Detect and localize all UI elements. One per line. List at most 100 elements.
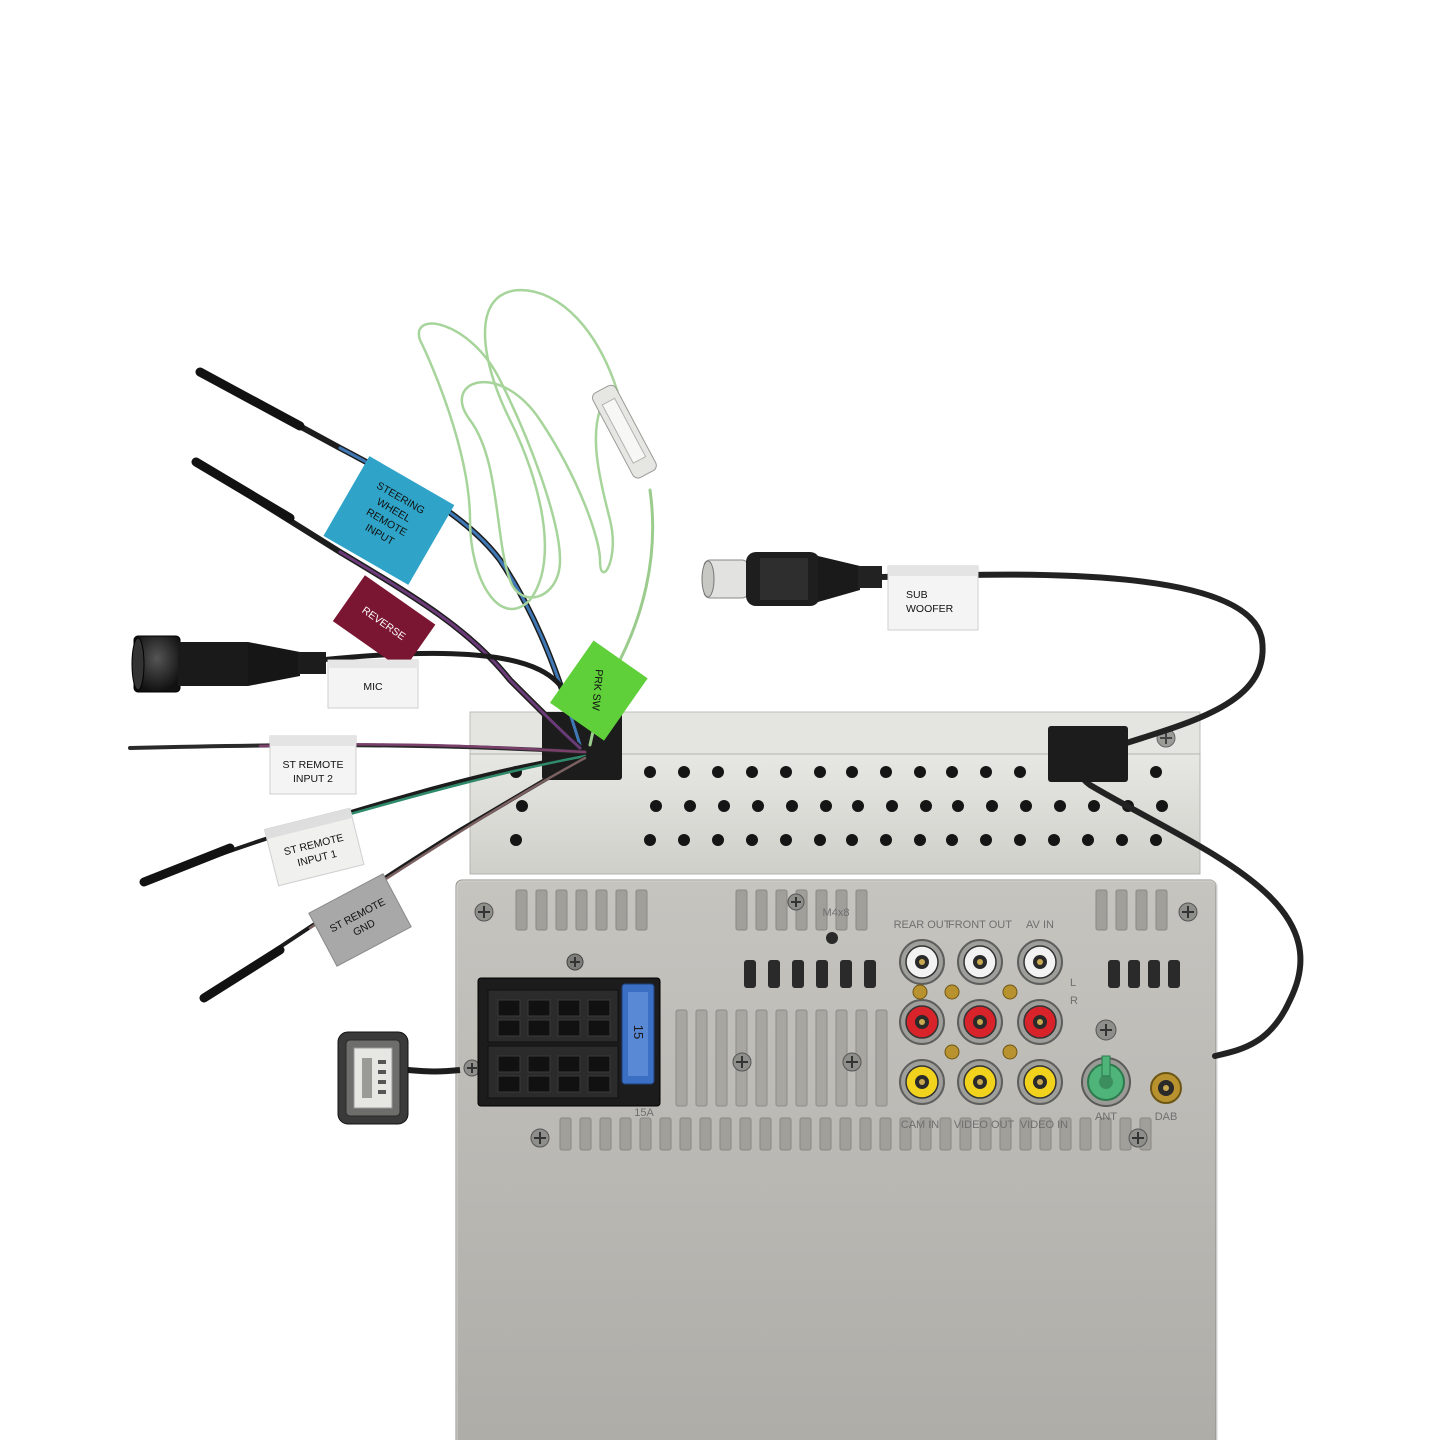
rca-jack[interactable]: [957, 999, 1003, 1045]
video-out-marking: VIDEO OUT: [954, 1119, 1015, 1131]
vent-hole: [846, 834, 858, 846]
vent-hole: [820, 800, 832, 812]
vent-hole: [1014, 766, 1026, 778]
subwoofer-rca-plug[interactable]: [701, 552, 882, 606]
rca-jack[interactable]: [1017, 1059, 1063, 1105]
st-remote-gnd-tag: ST REMOTE GND: [308, 873, 412, 967]
fin: [679, 1117, 692, 1151]
slot: [816, 960, 828, 988]
mic-tag-text: MIC: [363, 681, 383, 693]
vent-hole: [678, 766, 690, 778]
vent-hole: [814, 834, 826, 846]
vent-hole: [1054, 800, 1066, 812]
prk-sw-tag: PRK SW: [549, 640, 648, 741]
slot: [1128, 960, 1140, 988]
fin: [1135, 889, 1148, 931]
vent-hole: [1156, 800, 1168, 812]
vent-hole: [914, 766, 926, 778]
fin: [835, 889, 848, 931]
iso-connector[interactable]: [477, 977, 661, 1107]
vent-hole: [786, 800, 798, 812]
fin: [699, 1117, 712, 1151]
vent-hole: [712, 766, 724, 778]
vent-hole: [780, 834, 792, 846]
fin: [1119, 1117, 1132, 1151]
rca-jack[interactable]: [1017, 939, 1063, 985]
fin: [1079, 1117, 1092, 1151]
mount-hole: [826, 932, 838, 944]
fin: [819, 1117, 832, 1151]
vent-hole: [1048, 834, 1060, 846]
jack-nut: [912, 984, 928, 1000]
fin: [615, 889, 628, 931]
fuse-rating-marking: 15A: [634, 1107, 654, 1119]
rca-jack[interactable]: [1017, 999, 1063, 1045]
vent-hole: [880, 834, 892, 846]
vent-hole: [516, 800, 528, 812]
rca-jack[interactable]: [899, 1059, 945, 1105]
fin: [755, 889, 768, 931]
vent-holes: [510, 766, 1168, 846]
fin: [779, 1117, 792, 1151]
fin: [619, 1117, 632, 1151]
fin: [795, 1009, 808, 1107]
jack-nut: [944, 1044, 960, 1060]
fin: [775, 1009, 788, 1107]
prk-sw-tag-text: PRK SW: [589, 669, 605, 711]
vent-hole: [712, 834, 724, 846]
fin: [999, 1117, 1012, 1151]
vent-hole: [920, 800, 932, 812]
fuse[interactable]: 15: [621, 983, 655, 1085]
vent-hole: [1150, 834, 1162, 846]
fin: [575, 889, 588, 931]
fuse-value: 15: [631, 1025, 646, 1039]
fin: [1115, 889, 1128, 931]
usb-connector[interactable]: [337, 1031, 461, 1125]
cooling-fins-bottom: [559, 1117, 1152, 1151]
vent-hole: [952, 800, 964, 812]
vent-hole: [886, 800, 898, 812]
rca-jack[interactable]: [957, 1059, 1003, 1105]
mic-jack-plug[interactable]: [131, 635, 326, 693]
fin: [555, 889, 568, 931]
slot: [864, 960, 876, 988]
st-remote-input-1-tag: ST REMOTE INPUT 1: [263, 807, 365, 887]
fin: [579, 1117, 592, 1151]
video-in-marking: VIDEO IN: [1020, 1119, 1068, 1131]
screw-spec-marking: M4x8: [823, 907, 850, 919]
vent-hole: [980, 834, 992, 846]
prk-sw-wire-loop: [417, 288, 622, 611]
vent-hole: [846, 766, 858, 778]
fin: [735, 889, 748, 931]
fin: [775, 889, 788, 931]
chassis-screw-icon: [463, 893, 1198, 1148]
fin: [595, 889, 608, 931]
fin: [715, 1009, 728, 1107]
vent-hole: [1088, 800, 1100, 812]
vent-hole: [650, 800, 662, 812]
vent-hole: [746, 834, 758, 846]
fin: [855, 889, 868, 931]
fin: [959, 1117, 972, 1151]
fin: [719, 1117, 732, 1151]
dab-connector[interactable]: [1150, 1072, 1182, 1104]
fin: [815, 889, 828, 931]
fin: [755, 1009, 768, 1107]
slot: [1168, 960, 1180, 988]
vent-hole: [746, 766, 758, 778]
rca-jack[interactable]: [899, 939, 945, 985]
vent-hole: [814, 766, 826, 778]
rca-jack[interactable]: [957, 939, 1003, 985]
rca-jack[interactable]: [899, 999, 945, 1045]
st-remote-input-2-line2: INPUT 2: [293, 773, 333, 785]
rca-jacks[interactable]: [899, 939, 1063, 1105]
vent-hole: [1150, 766, 1162, 778]
inline-connector: [592, 384, 657, 479]
ant-connector[interactable]: [1081, 1055, 1131, 1107]
front-out-marking: FRONT OUT: [948, 919, 1012, 931]
ant-marking: ANT: [1095, 1111, 1117, 1123]
vent-hole: [718, 800, 730, 812]
left-marking: L: [1070, 977, 1076, 989]
fin: [515, 889, 528, 931]
